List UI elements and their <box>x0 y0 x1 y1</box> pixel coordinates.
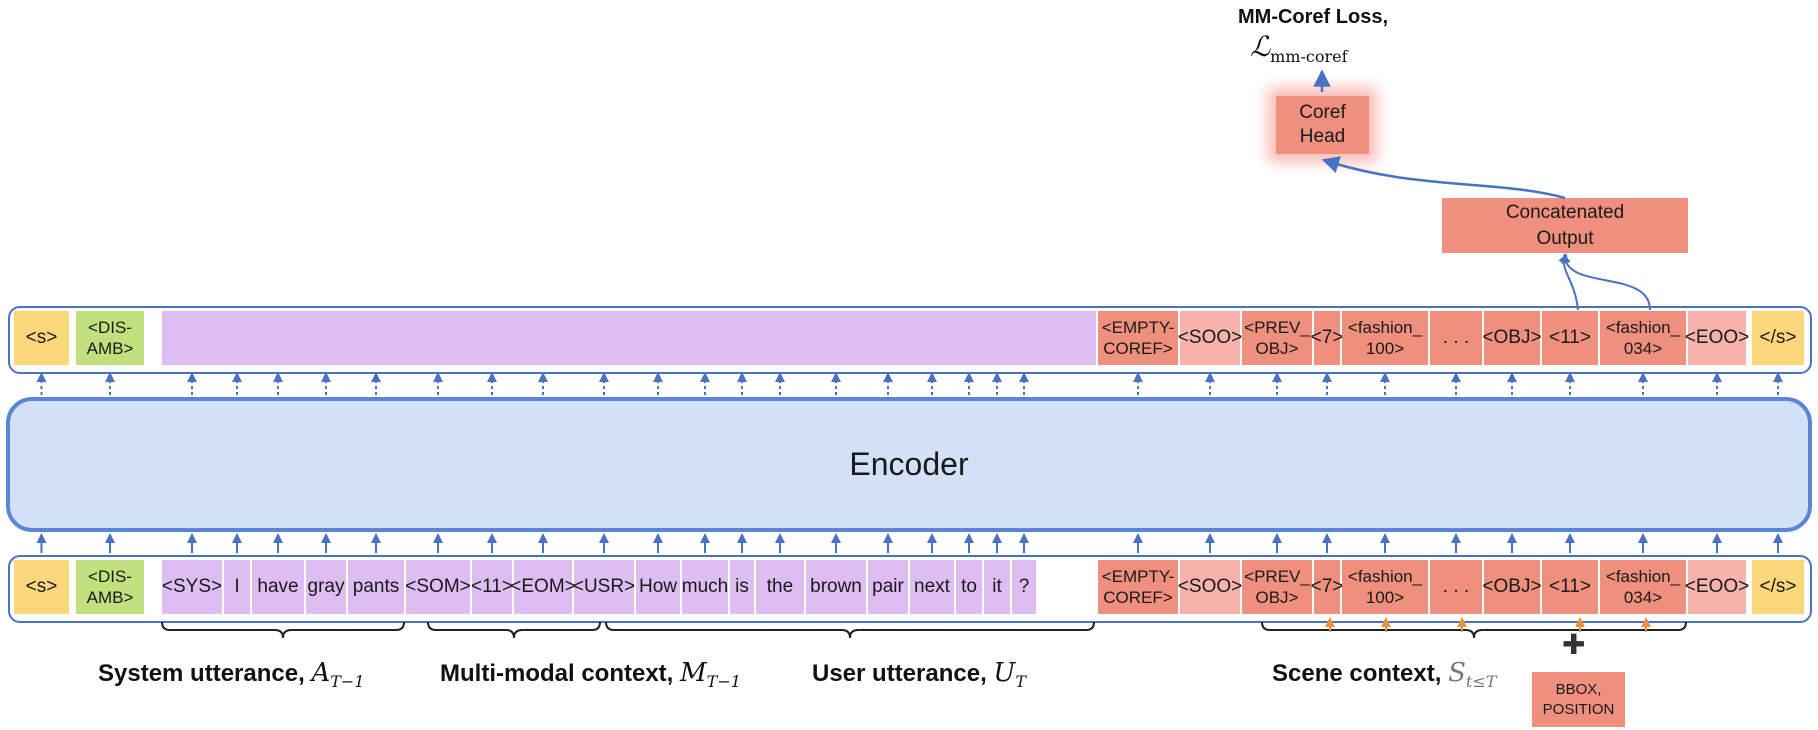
multimodal-context-text: Multi-modal context, <box>440 660 674 687</box>
encoder-label: Encoder <box>849 446 969 482</box>
user-utterance-symbol-letter: U <box>993 658 1016 688</box>
input-token-have: have <box>252 560 304 614</box>
encoder-block: Encoder <box>6 397 1812 532</box>
input-token-pants: pants <box>348 560 404 614</box>
system-utterance-text: System utterance, <box>98 660 305 687</box>
output-token-s: <s> <box>14 311 69 365</box>
input-token-it: it <box>984 560 1010 614</box>
bbox-position-label: BBOX, POSITION <box>1542 680 1615 718</box>
output-token-obj: <OBJ> <box>1482 311 1542 365</box>
input-token-soo: <SOO> <box>1178 560 1242 614</box>
input-token-11: <11> <box>1542 560 1598 614</box>
input-token-much: much <box>682 560 728 614</box>
scene-context-symbol: St≤T <box>1448 658 1497 692</box>
output-token-fashion-100: <fashion_ 100> <box>1342 311 1428 365</box>
scene-context-brace <box>1261 621 1687 639</box>
user-utterance-symbol-subscript: T <box>1015 672 1027 692</box>
system-utterance-label: System utterance, AT−1 <box>98 658 364 691</box>
input-token-next: next <box>910 560 954 614</box>
input-token-11: <11> <box>471 560 513 614</box>
input-token-i: I <box>224 560 250 614</box>
output-token-eoo: <EOO> <box>1685 311 1749 365</box>
output-token-blank <box>162 311 1096 365</box>
output-token-dis-amb: <DIS- AMB> <box>76 311 144 365</box>
input-token-is: is <box>730 560 754 614</box>
multimodal-context-symbol-subscript: T−1 <box>706 672 741 692</box>
input-token-blank: . . . <box>1430 560 1482 614</box>
output-token-11: <11> <box>1542 311 1598 365</box>
output-token-prev-obj: <PREV_ OBJ> <box>1242 311 1312 365</box>
scene-context-symbol-subscript: t≤T <box>1465 672 1497 692</box>
user-utterance-text: User utterance, <box>812 660 987 687</box>
concatenated-output-box: Concatenated Output <box>1442 198 1688 253</box>
plus-icon: ✚ <box>1562 629 1586 660</box>
input-token-fashion-034: <fashion_ 034> <box>1600 560 1686 614</box>
bbox-position-box: BBOX, POSITION <box>1532 672 1625 727</box>
output-token-blank: . . . <box>1430 311 1482 365</box>
input-token-eom: <EOM> <box>510 560 576 614</box>
coref-head-label: Coref Head <box>1299 102 1346 147</box>
input-token-to: to <box>956 560 982 614</box>
output-token-empty-coref: <EMPTY- COREF> <box>1098 311 1178 365</box>
input-token-pair: pair <box>868 560 908 614</box>
loss-title: MM-Coref Loss, <box>1238 6 1388 28</box>
scene-context-label: Scene context, St≤T <box>1272 658 1496 691</box>
output-token-soo: <SOO> <box>1178 311 1242 365</box>
output-token-7: <7> <box>1311 311 1343 365</box>
user-utterance-symbol: UT <box>993 658 1027 692</box>
fashion034-to-concat-arrow <box>1560 253 1651 311</box>
input-token-sys: <SYS> <box>162 560 222 614</box>
multimodal-context-brace <box>427 621 601 639</box>
user-utterance-brace <box>605 621 1095 639</box>
input-token-how: How <box>636 560 680 614</box>
system-utterance-brace <box>161 621 405 639</box>
input-token-s: </s> <box>1752 560 1804 614</box>
input-token-dis-amb: <DIS- AMB> <box>76 560 144 614</box>
input-token-s: <s> <box>14 560 69 614</box>
multimodal-context-label: Multi-modal context, MT−1 <box>440 658 741 691</box>
input-token-empty-coref: <EMPTY- COREF> <box>1098 560 1178 614</box>
input-token-brown: brown <box>806 560 866 614</box>
loss-symbol-letter: ℒ <box>1250 30 1271 63</box>
input-token-obj: <OBJ> <box>1482 560 1542 614</box>
input-token-usr: <USR> <box>573 560 635 614</box>
scene-context-text: Scene context, <box>1272 660 1442 687</box>
input-token-eoo: <EOO> <box>1685 560 1749 614</box>
loss-symbol-subscript: mm-coref <box>1270 47 1348 67</box>
input-token-gray: gray <box>306 560 346 614</box>
input-token-fashion-100: <fashion_ 100> <box>1342 560 1428 614</box>
system-utterance-symbol-subscript: T−1 <box>330 672 365 692</box>
multimodal-context-symbol-letter: M <box>680 658 707 688</box>
input-token-blank: ? <box>1012 560 1036 614</box>
output-token-fashion-034: <fashion_ 034> <box>1600 311 1686 365</box>
concat-to-coref-arrow <box>1321 156 1566 200</box>
system-utterance-symbol-letter: A <box>311 658 331 688</box>
input-token-7: <7> <box>1311 560 1343 614</box>
coref-head-box: Coref Head <box>1276 96 1369 154</box>
input-token-som: <SOM> <box>405 560 471 614</box>
concatenated-output-label: Concatenated Output <box>1505 201 1625 249</box>
token11-to-concat-arrow <box>1558 253 1579 311</box>
loss-symbol: ℒmm-coref <box>1250 30 1348 66</box>
output-token-s: </s> <box>1752 311 1804 365</box>
scene-context-symbol-letter: S <box>1448 658 1466 688</box>
user-utterance-label: User utterance, UT <box>812 658 1026 691</box>
input-token-the: the <box>756 560 804 614</box>
system-utterance-symbol: AT−1 <box>311 658 365 692</box>
multimodal-context-symbol: MT−1 <box>680 658 741 692</box>
input-token-prev-obj: <PREV_ OBJ> <box>1242 560 1312 614</box>
